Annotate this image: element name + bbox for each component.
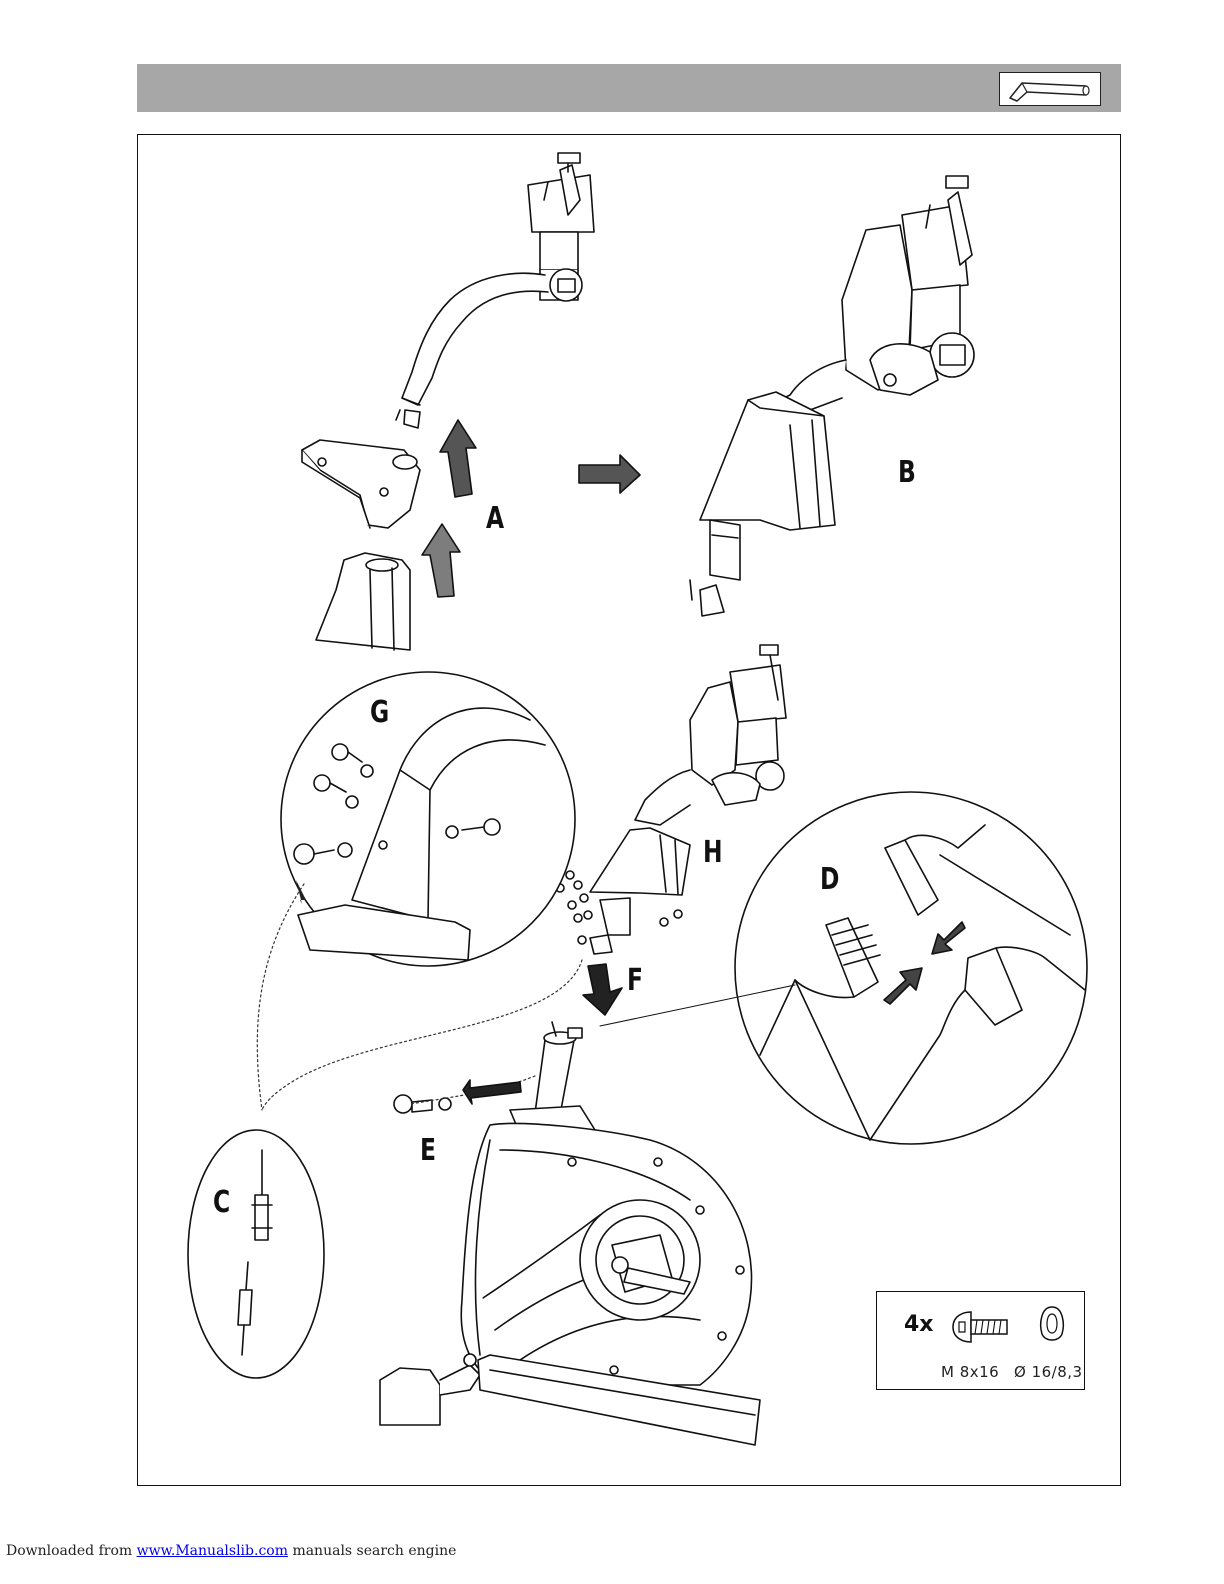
arrow-right [579, 455, 640, 493]
arrow-up-light [422, 524, 460, 597]
shroud-lower-a [316, 553, 410, 650]
dotted-guide-g [257, 884, 304, 1110]
footer: Downloaded from www.Manualslib.com manua… [6, 1543, 456, 1559]
dotted-guide-f [262, 960, 582, 1110]
step-label-c: C [213, 1185, 230, 1220]
shroud-upper-a [302, 440, 420, 528]
bolt-e [394, 1095, 451, 1113]
footer-suffix: manuals search engine [292, 1543, 456, 1559]
arrow-up-dark [440, 420, 476, 497]
manualslib-link[interactable]: www.Manualslib.com [137, 1543, 288, 1559]
detail-oval-c [188, 1130, 324, 1378]
bolt-icon [947, 1310, 1013, 1344]
detail-circle-g [281, 672, 575, 966]
parts-quantity: 4x [904, 1312, 934, 1337]
step-label-f: F [627, 963, 643, 998]
step-label-g: G [370, 695, 389, 730]
footer-prefix: Downloaded from [6, 1543, 132, 1559]
step-label-e: E [420, 1133, 436, 1168]
step-label-a: A [486, 501, 504, 536]
step-label-b: B [898, 455, 916, 490]
step-label-h: H [703, 835, 723, 870]
step-label-d: D [820, 862, 839, 897]
console-mast-b [690, 176, 974, 616]
washer-spec: Ø 16/8,3 [1014, 1363, 1083, 1381]
screw-spec: M 8x16 [941, 1363, 999, 1381]
console-mast-a [396, 153, 594, 428]
arrow-e [463, 1080, 521, 1104]
detail-circle-d [735, 792, 1087, 1144]
arrow-down-f [583, 964, 622, 1015]
washer-icon [1035, 1304, 1069, 1344]
parts-box: 4x M 8x16 Ø 16/8,3 [876, 1291, 1085, 1390]
bike-frame [380, 1022, 760, 1445]
